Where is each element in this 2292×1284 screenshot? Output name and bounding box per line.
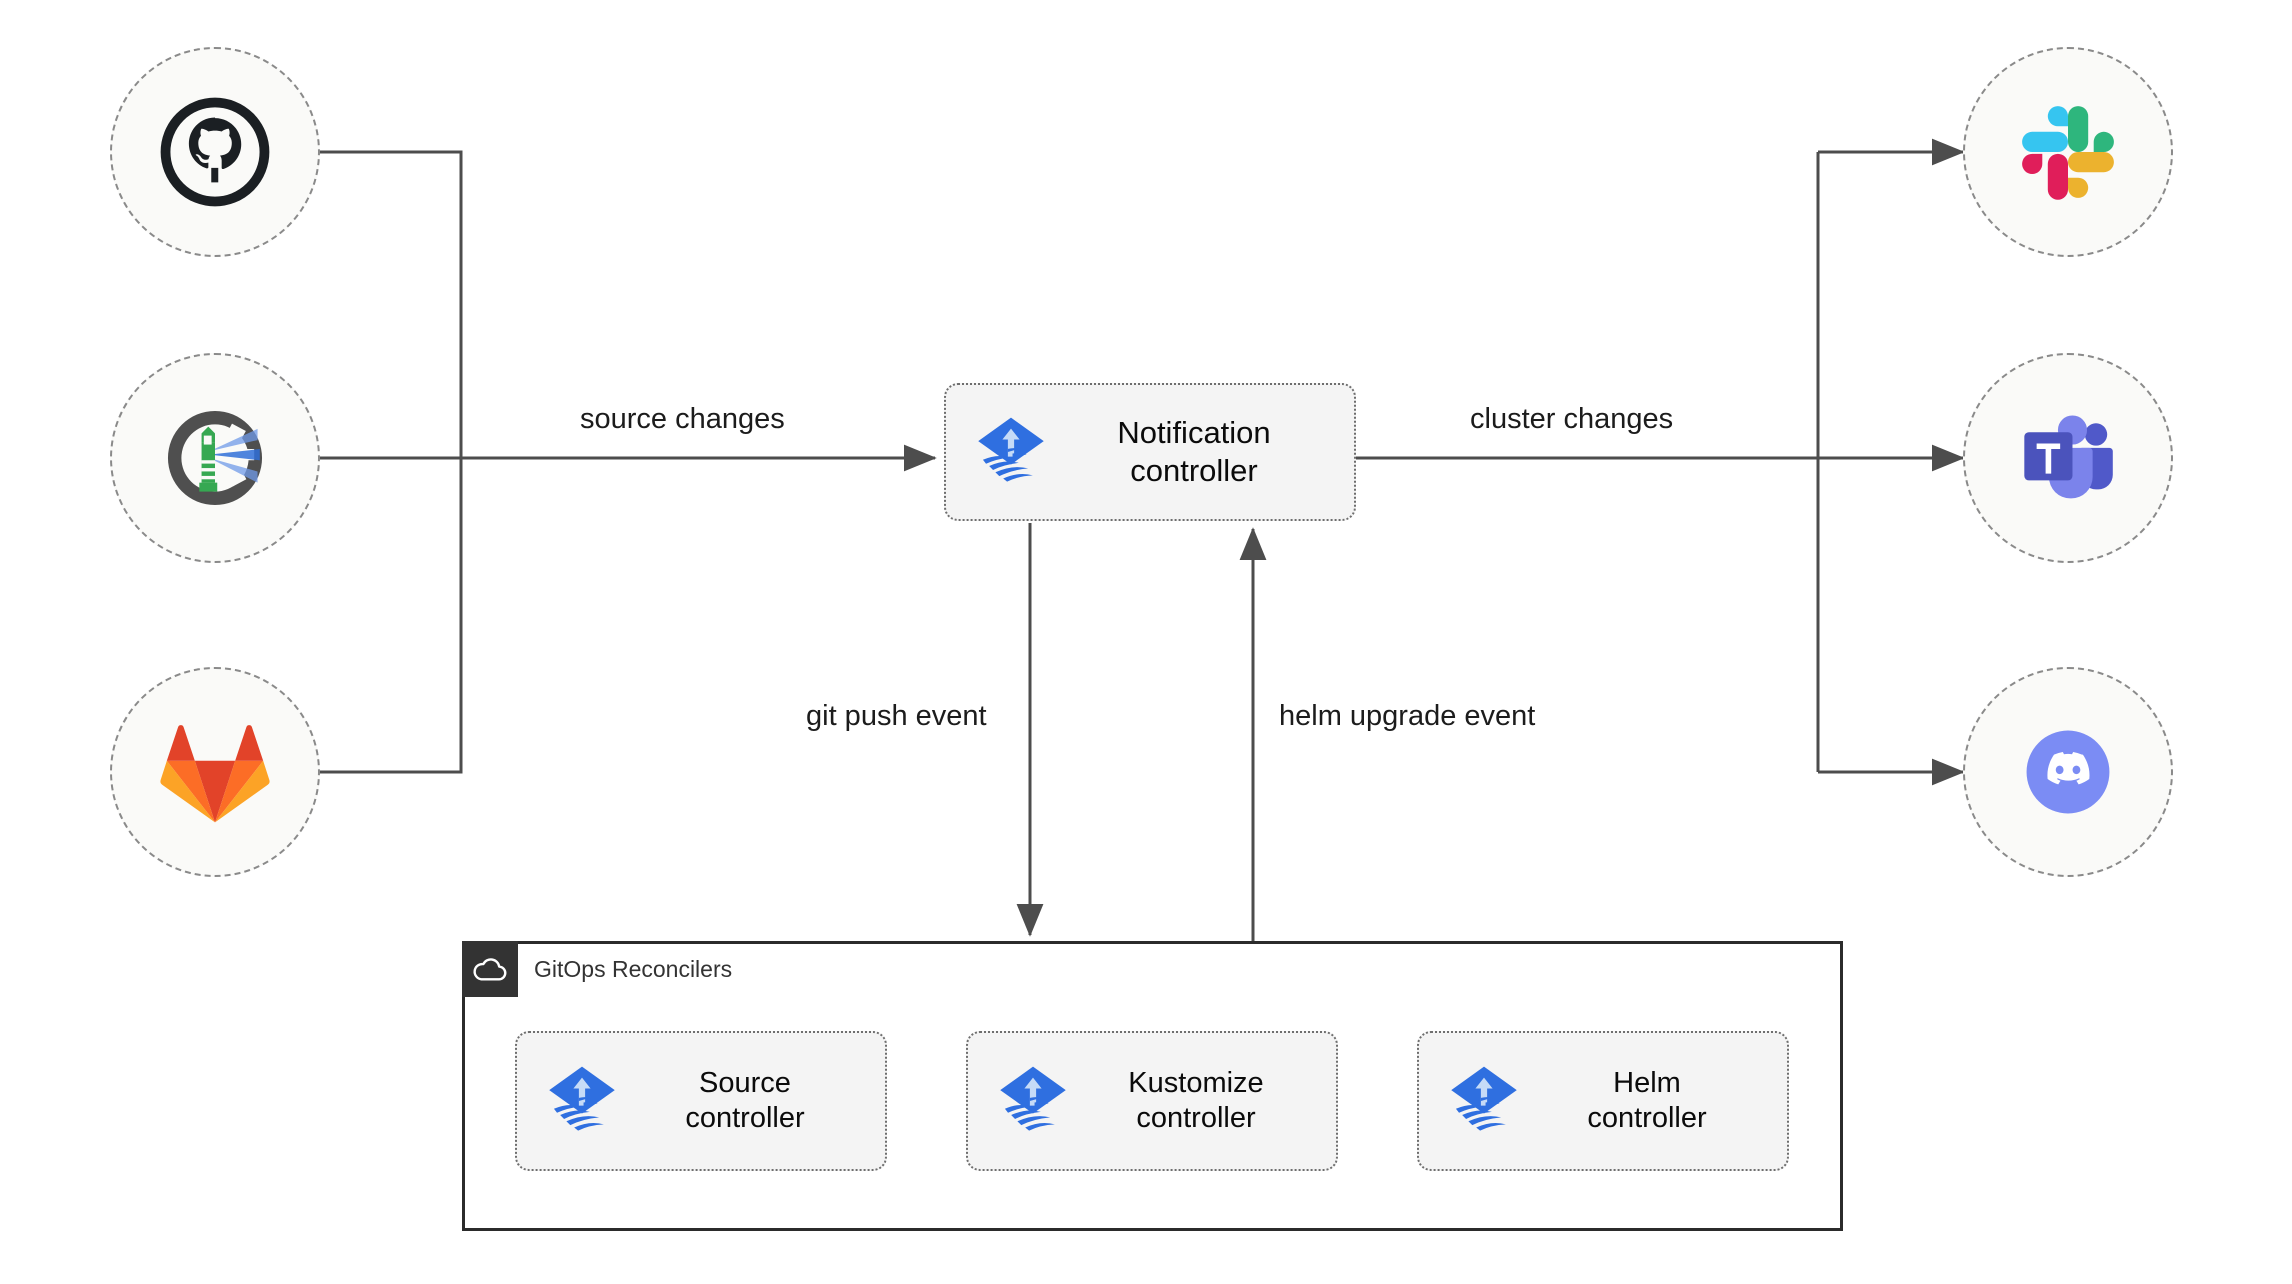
github-icon (160, 97, 270, 207)
notification-controller-box[interactable]: Notification controller (944, 383, 1356, 521)
kustomize-controller-box[interactable]: Kustomize controller (966, 1031, 1338, 1171)
edge-label-helm-upgrade-event: helm upgrade event (1279, 700, 1536, 732)
wire-github-to-trunk (320, 150, 463, 458)
cloud-icon-tile (462, 941, 518, 997)
slack-icon (2022, 106, 2114, 200)
target-node-slack[interactable] (1963, 47, 2173, 257)
cloud-icon (473, 958, 507, 981)
edge-label-source-changes: source changes (580, 403, 785, 435)
flux-logo-icon (549, 1066, 615, 1131)
source-controller-box[interactable]: Source controller (515, 1031, 887, 1171)
edge-label-git-push-event: git push event (806, 700, 987, 732)
gitops-reconcilers-header: GitOps Reconcilers (462, 941, 732, 997)
target-node-discord[interactable] (1963, 667, 2173, 877)
target-node-teams[interactable] (1963, 353, 2173, 563)
wire-gitlab-to-trunk (320, 458, 463, 774)
kustomize-controller-label: Kustomize controller (1128, 1066, 1264, 1134)
helm-controller-label: Helm controller (1587, 1066, 1707, 1134)
flux-logo-icon (1000, 1066, 1066, 1131)
microsoft-teams-icon (2024, 415, 2113, 499)
helm-controller-box[interactable]: Helm controller (1417, 1031, 1789, 1171)
flux-logo-icon (1451, 1066, 1517, 1131)
discord-icon (2026, 730, 2110, 814)
flux-lighthouse-icon (167, 410, 263, 506)
source-node-github[interactable] (110, 47, 320, 257)
flux-logo-icon (978, 417, 1044, 482)
source-node-gitlab[interactable] (110, 667, 320, 877)
source-controller-label: Source controller (685, 1066, 805, 1134)
edge-label-cluster-changes: cluster changes (1470, 403, 1674, 435)
gitops-reconcilers-title: GitOps Reconcilers (534, 955, 733, 982)
source-node-flux[interactable] (110, 353, 320, 563)
gitlab-icon (160, 725, 270, 823)
notification-controller-label: Notification controller (1117, 415, 1271, 488)
